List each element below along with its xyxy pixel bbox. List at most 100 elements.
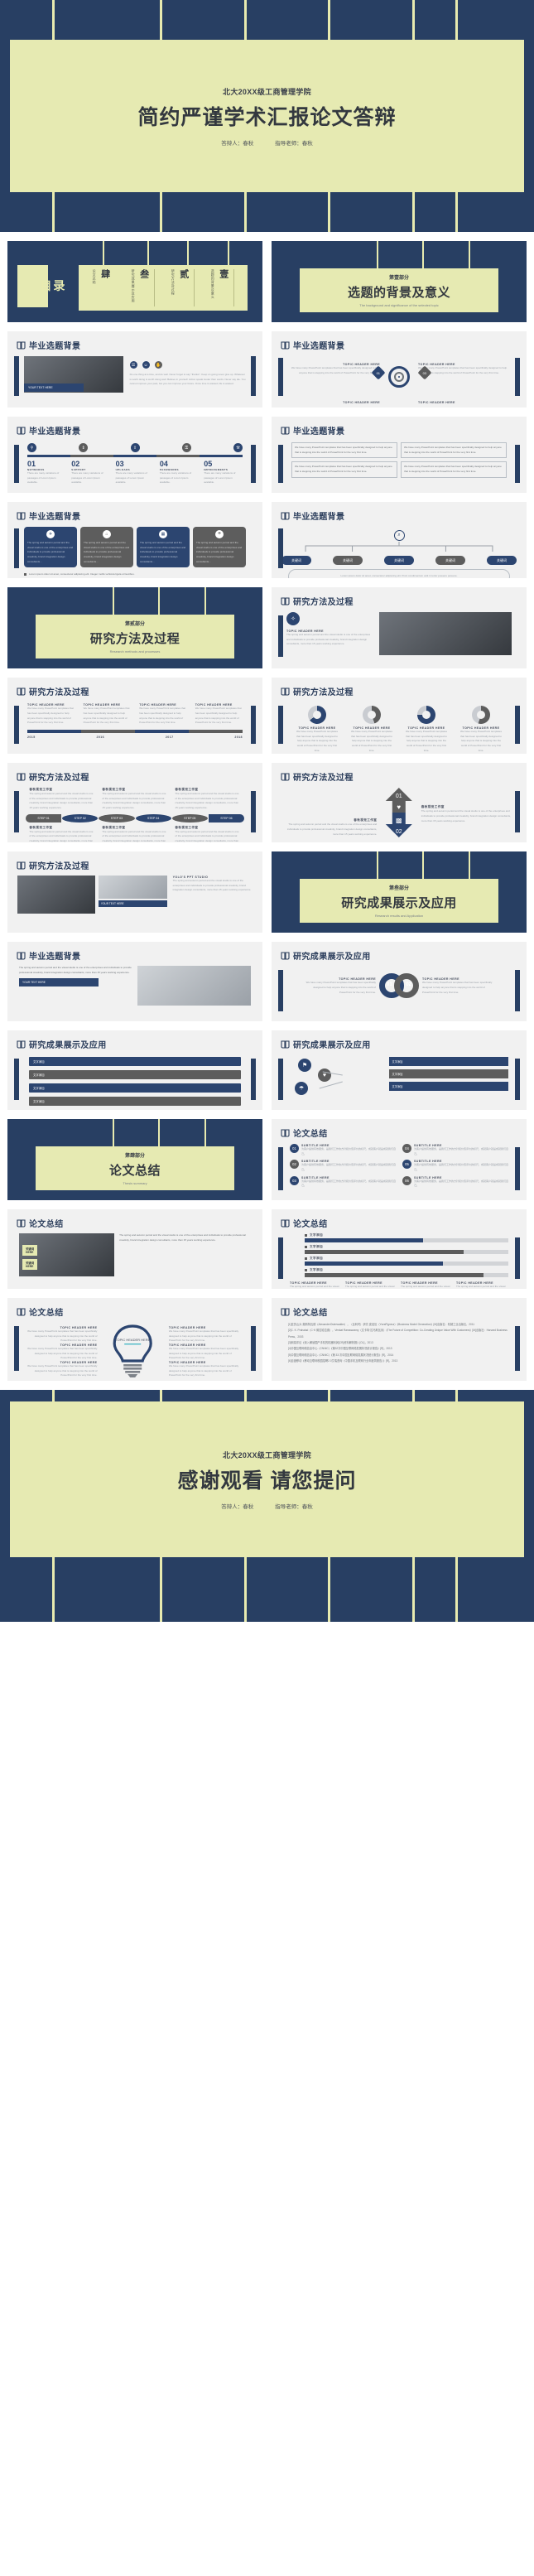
keyword-pill-5[interactable]: 关键词 [487, 556, 517, 565]
summary-num-02: 02 [290, 1160, 299, 1170]
slide-method-timeline: 研究方法及过程 TOPIC HEADER HERE We have many Po… [7, 678, 262, 754]
pin-label-2[interactable]: 文字添加 [388, 1069, 508, 1078]
divider-2-title: 研究方法及过程 [89, 632, 180, 647]
left-edge-bar [14, 1326, 19, 1371]
keyword-pill-2[interactable]: 关键词 [333, 556, 363, 565]
grid-cell-4: We have many PowerPoint templates that h… [404, 465, 502, 474]
chart-label-1: 文字添加 [310, 1233, 323, 1237]
lightbulb-icon: TOPIC HEADER HERE [99, 1323, 166, 1381]
keyword-pill-3[interactable]: 关键词 [384, 556, 414, 565]
grid-cell-1: We have many PowerPoint templates that h… [295, 446, 392, 454]
target-item-4-header: TOPIC HEADER HERE [417, 401, 455, 404]
result-bar-1[interactable]: 文字添加 [29, 1057, 241, 1066]
slide-method-timeline-title: 研究方法及过程 [29, 688, 89, 697]
step-chip-6[interactable]: STEP 06 [208, 813, 245, 822]
book-icon [17, 1040, 26, 1049]
donut-4-body: We have many PowerPoint templates that h… [460, 730, 502, 752]
divider-2-no: 第贰部分 [124, 622, 145, 628]
rc-b1: We have many PowerPoint templates that h… [305, 981, 376, 994]
book-icon [281, 1307, 290, 1316]
card-icon-3: ▦ [159, 530, 167, 538]
m-tl-b2: We have many PowerPoint templates that h… [83, 707, 130, 725]
summary-num-04: 04 [402, 1144, 411, 1153]
m-tl-b4: We have many PowerPoint templates that h… [195, 707, 242, 725]
step-5-body: There are many variations of passages of… [204, 471, 236, 485]
slide-bg-grid-title: 毕业选题背景 [293, 427, 345, 437]
hand-icon: ✋ [154, 361, 162, 369]
right-edge-bar [515, 791, 520, 832]
donut-chart-4 [471, 706, 490, 724]
summary-body-01: 为客户提供有效服务，是我们工作的方针和价值评价的标尺，成就客户就是成就我们自己。 [301, 1147, 397, 1155]
toc-item-1[interactable]: 壹 选题的背景及意义 [210, 269, 234, 307]
photo-desk [98, 876, 167, 899]
cover-school: 北大20XX级工商管理学院 [223, 87, 311, 96]
book-icon [281, 687, 290, 696]
divider-1-en: The background and significance of the s… [359, 303, 439, 308]
toc-item-3[interactable]: 叁 研究成果展示及应用 [131, 269, 155, 307]
result-bar-2[interactable]: 文字添加 [29, 1070, 241, 1079]
ms-bot-b2: The spring and autumn period and the vis… [102, 829, 166, 842]
pin-icon-a: ⚑ [298, 1059, 311, 1072]
book-icon [281, 1218, 290, 1228]
chart-card-1-body: The spring and autumn period and the vis… [290, 1285, 339, 1288]
target-badge-01-num: 01 [376, 370, 381, 375]
donut-chart-3 [416, 706, 435, 724]
summary-num-03: 03 [290, 1175, 299, 1185]
toc-item-2[interactable]: 贰 研究方法及过程 [171, 269, 195, 307]
row-summary-1: 第肆部分 论文总结 Thesis summary 论文总结 01 SUBTITL… [0, 1119, 534, 1200]
step-chip-2[interactable]: STEP 02 [62, 813, 99, 822]
divider-4-plate: 第肆部分 论文总结 Thesis summary [35, 1146, 235, 1191]
ms-top-2: 春秋视觉工作室 [102, 788, 126, 791]
chart-label-2: 文字添加 [310, 1245, 323, 1248]
method-photo-header: TOPIC HEADER HERE [286, 630, 324, 633]
chart-bar-2 [305, 1250, 464, 1254]
result-bar-4[interactable]: 文字添加 [29, 1097, 241, 1106]
left-edge-bar [278, 1237, 283, 1279]
toc-item-4[interactable]: 肆 论文总结 [92, 269, 115, 306]
divider-2-plate: 第贰部分 研究方法及过程 Research methods and proces… [35, 615, 235, 659]
bulb-r-h1: TOPIC HEADER HERE [168, 1325, 206, 1329]
slide-result-bars-header: 研究成果展示及应用 [7, 1030, 262, 1050]
keyword-pill-4[interactable]: 关键词 [435, 556, 465, 565]
slide-result-circles-title: 研究成果展示及应用 [293, 953, 371, 962]
m-tl-b3: We have many PowerPoint templates that h… [139, 707, 185, 725]
step-chip-1[interactable]: STEP 01 [26, 813, 62, 822]
bulb-l-b1: We have many PowerPoint templates that h… [27, 1329, 98, 1343]
pin-label-1[interactable]: 文字添加 [388, 1057, 508, 1066]
pin-icon-4: ⚿ [181, 443, 191, 452]
summary-body-02: 为客户提供有效服务，是我们工作的方针和价值评价的标尺，成就客户就是成就我们自己。 [301, 1163, 397, 1172]
balance-icon: ☰ [129, 361, 137, 369]
keyword-pill-1[interactable]: 关键词 [281, 556, 311, 565]
result-bar-3[interactable]: 文字添加 [29, 1083, 241, 1093]
slide-bg-photo-body: Do one thing at a time, and do well. Nev… [129, 373, 246, 386]
divider-3-plate: 第叁部分 研究成果展示及应用 Research results and Appl… [299, 879, 499, 924]
photo-caption: YOUR TEXT HERE [24, 384, 84, 392]
summary-sub-01: SUBTITLE HERE [301, 1144, 330, 1147]
step-chip-5[interactable]: STEP 05 [171, 813, 208, 822]
bulb-r-h2: TOPIC HEADER HERE [168, 1343, 206, 1347]
right-edge-bar [251, 1059, 256, 1100]
step-3-body: There are many variations of passages of… [115, 471, 147, 485]
slide-bg-timeline-header: 毕业选题背景 [7, 417, 262, 437]
slide-bg-keywords-header: 毕业选题背景 [272, 502, 527, 522]
right-edge-bar [251, 791, 256, 832]
toc-item-3-label: 研究成果展示及应用 [131, 269, 136, 303]
left-edge-bar [278, 358, 283, 396]
step-chip-3[interactable]: STEP 03 [99, 813, 135, 822]
summary-num-06: 06 [402, 1175, 411, 1185]
pin-label-3[interactable]: 文字添加 [388, 1082, 508, 1091]
right-edge-bar [515, 1237, 520, 1279]
summary-sub-04: SUBTITLE HERE [414, 1144, 442, 1147]
m-tl-h1: TOPIC HEADER HERE [27, 703, 65, 707]
gear-icon: ✧ [286, 612, 300, 625]
divider-4-title: 论文总结 [108, 1164, 161, 1179]
slide-summary-list-title: 论文总结 [293, 1130, 328, 1139]
donut-1-header: TOPIC HEADER HERE [298, 726, 336, 730]
step-chip-4[interactable]: STEP 04 [135, 813, 171, 822]
book-icon [17, 1218, 26, 1228]
ms-top-b1: The spring and autumn period and the vis… [29, 792, 94, 810]
arrow-down-body: The spring and autumn period and the vis… [287, 822, 378, 836]
bulb-l-h1: TOPIC HEADER HERE [60, 1325, 98, 1329]
slide-bg-photo: 毕业选题背景 YOUR TEXT HERE ☰ ☺ ✋ Do one thing… [7, 331, 262, 408]
toc-item-1-num: 壹 [218, 269, 229, 279]
